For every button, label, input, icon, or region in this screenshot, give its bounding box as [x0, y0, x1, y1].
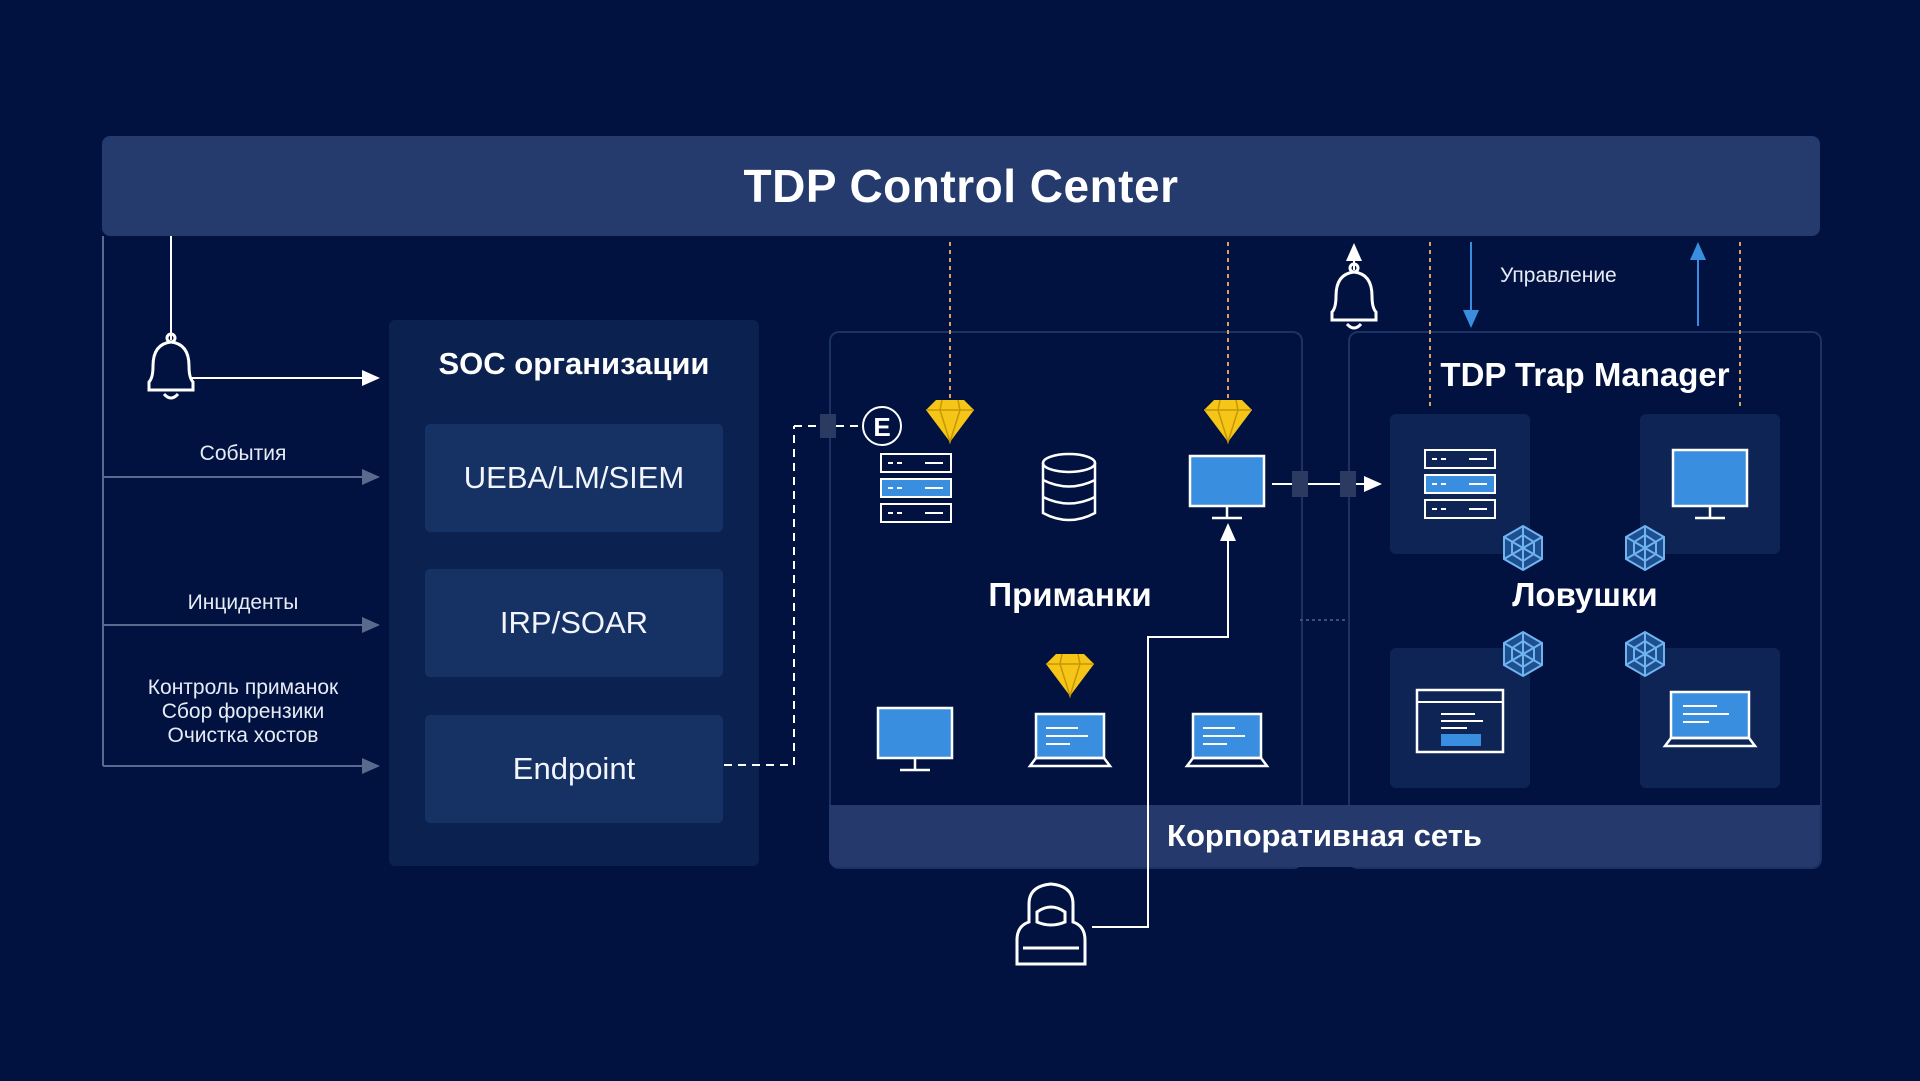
monitor-icon — [1671, 448, 1749, 520]
control-center-title: TDP Control Center — [743, 160, 1179, 212]
hacker-icon — [1015, 882, 1087, 966]
events-label: События — [199, 442, 287, 465]
decoys-title: Приманки — [988, 576, 1152, 613]
action-label-forensics: Сбор форензики — [161, 700, 325, 723]
diamond-icon — [1046, 653, 1094, 699]
corporate-network-bar: Корпоративная сеть — [829, 805, 1820, 867]
agent-badge — [862, 406, 902, 446]
window-icon — [1415, 688, 1505, 754]
decoys-panel — [829, 331, 1303, 869]
laptop-icon — [1662, 690, 1758, 748]
action-label-cleanup: Очистка хостов — [167, 724, 319, 747]
laptop-icon — [1184, 712, 1270, 768]
trap-tile-window — [1390, 648, 1530, 788]
server-icon — [1424, 449, 1496, 519]
web-trap-icon — [1625, 630, 1665, 678]
control-center-header: TDP Control Center — [102, 136, 1820, 236]
connector-node — [820, 414, 836, 438]
web-trap-icon — [1625, 524, 1665, 572]
redirect-node-2 — [1340, 471, 1356, 497]
soc-item-siem: UEBA/LM/SIEM — [425, 424, 723, 532]
attacker-path — [1092, 523, 1236, 928]
traps-title: Ловушки — [1512, 576, 1658, 613]
soc-title: SOC организации — [438, 346, 710, 381]
incidents-label: Инциденты — [187, 591, 299, 614]
diamond-icon — [1204, 399, 1252, 445]
trap-manager-title: TDP Trap Manager — [1440, 356, 1730, 393]
soc-item-soar: IRP/SOAR — [425, 569, 723, 677]
bell-icon — [147, 332, 195, 400]
traps-panel — [1348, 331, 1822, 869]
redirect-node-1 — [1292, 471, 1308, 497]
server-icon — [880, 453, 952, 523]
diamond-icon — [926, 399, 974, 445]
corporate-network-label: Корпоративная сеть — [1167, 818, 1482, 853]
action-label-decoys: Контроль приманок — [147, 676, 339, 699]
agent-badge-label: E — [873, 412, 890, 442]
control-label: Управление — [1500, 264, 1617, 287]
web-trap-icon — [1503, 630, 1543, 678]
laptop-icon — [1027, 712, 1113, 768]
monitor-icon — [1188, 454, 1266, 520]
soc-item-endpoint: Endpoint — [425, 715, 723, 823]
bell-icon — [1330, 262, 1378, 330]
database-icon — [1041, 452, 1097, 522]
web-trap-icon — [1503, 524, 1543, 572]
monitor-icon — [876, 706, 954, 772]
flow-lines — [102, 236, 380, 774]
orange-dashed-lines — [949, 242, 1741, 410]
endpoint-connector — [724, 425, 860, 766]
